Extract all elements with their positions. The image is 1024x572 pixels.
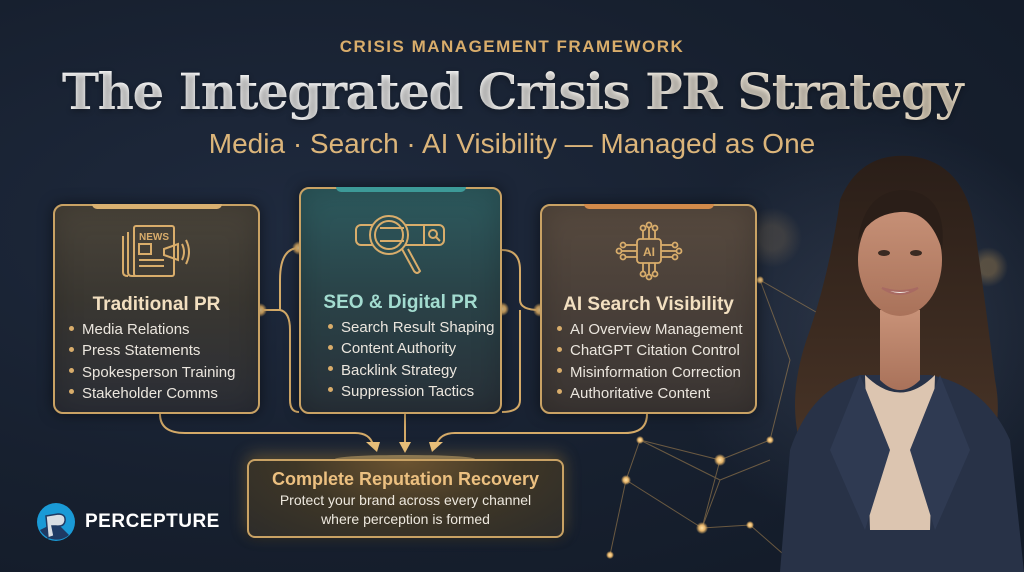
outcome-box: Complete Reputation Recovery Protect you… [247,459,564,538]
list-item: Spokesperson Training [69,362,235,383]
newspaper-megaphone-icon: NEWS [121,225,190,277]
card-traditional-pr: NEWS Traditional PR Media Relations Pres… [53,204,260,414]
card-accent-bar [583,204,714,209]
list-item: Press Statements [69,340,235,361]
card-list: Media Relations Press Statements Spokesp… [69,319,235,404]
outcome-line-2: where perception is formed [321,511,490,527]
list-item: AI Overview Management [557,319,743,340]
brand-logo: PERCEPTURE [36,502,220,542]
card-accent-bar [335,187,466,192]
list-item: ChatGPT Citation Control [557,340,743,361]
outcome-line-1: Protect your brand across every channel [279,492,532,508]
brand-name: PERCEPTURE [85,511,220,532]
list-item: Stakeholder Comms [69,383,235,404]
page-title: The Integrated Crisis PR Strategy [0,62,1024,121]
list-item: Authoritative Content [557,383,743,404]
card-title: Traditional PR [92,294,221,315]
ai-chip-icon: AI [615,221,682,281]
svg-text:NEWS: NEWS [139,232,169,243]
card-list: AI Overview Management ChatGPT Citation … [557,319,743,404]
card-list: Search Result Shaping Content Authority … [328,317,494,402]
list-item: Misinformation Correction [557,362,743,383]
card-accent-bar [91,204,222,209]
eyebrow-label: CRISIS MANAGEMENT FRAMEWORK [339,37,685,56]
card-title: SEO & Digital PR [323,292,478,313]
list-item: Suppression Tactics [328,381,494,402]
page-subtitle: Media · Search · AI Visibility — Managed… [208,128,816,159]
percepture-logo-icon [37,503,75,541]
list-item: Search Result Shaping [328,317,494,338]
card-title: AI Search Visibility [563,294,734,315]
list-item: Backlink Strategy [328,360,494,381]
list-item: Content Authority [328,338,494,359]
spokesperson-photo [780,155,1024,572]
outcome-title: Complete Reputation Recovery [271,469,540,489]
list-item: Media Relations [69,319,235,340]
svg-text:AI: AI [643,245,655,259]
card-seo-digital-pr: SEO & Digital PR Search Result Shaping C… [299,187,502,414]
card-ai-search-visibility: AI AI Search Visibility AI Overview Mana… [540,204,757,414]
search-magnifier-icon [354,215,445,274]
